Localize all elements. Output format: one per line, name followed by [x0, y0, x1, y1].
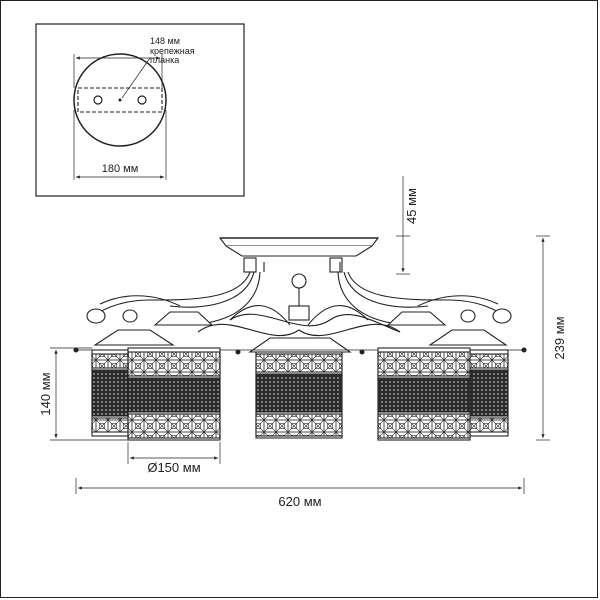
canopy	[218, 237, 380, 247]
screw-hole-left	[93, 95, 103, 105]
dimensions	[50, 176, 550, 494]
mounting-inset: 148 мм крепежная планка 180 мм	[35, 23, 245, 197]
shade-front-left	[127, 347, 221, 441]
shades	[91, 347, 509, 441]
screw-hole-right	[137, 95, 147, 105]
shade-front-right	[377, 347, 471, 441]
height-mount-label: 45 мм	[404, 188, 419, 224]
mounting-plank	[77, 87, 163, 113]
shade-diameter-label: Ø150 мм	[147, 460, 200, 475]
chandelier	[73, 237, 527, 355]
inset-box	[35, 23, 245, 197]
height-total-label: 239 мм	[552, 316, 567, 359]
plank-width-label: 148 мм	[150, 36, 180, 46]
width-total-label: 620 мм	[278, 494, 321, 509]
plank-label-line2: планка	[150, 55, 179, 65]
height-shade-label: 140 мм	[38, 372, 53, 415]
base-diameter-label: 180 мм	[102, 163, 139, 175]
shade-center	[255, 351, 343, 439]
shade-back-right	[463, 349, 509, 437]
plank-label-line1: крепежная	[150, 46, 195, 56]
